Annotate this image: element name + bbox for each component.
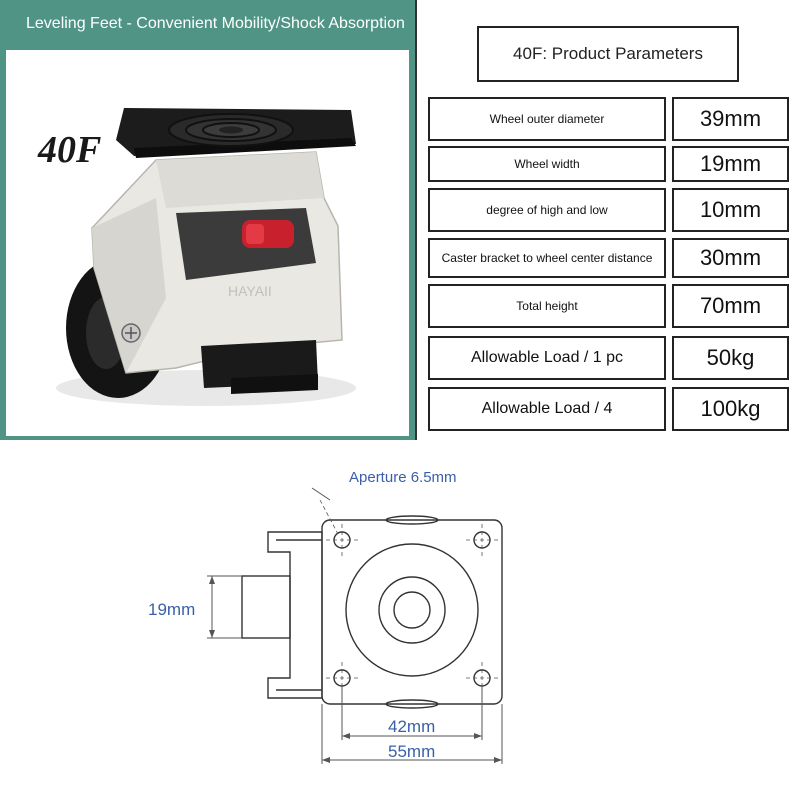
param-value-center-distance: 30mm: [672, 238, 789, 278]
plate-ring-outer: [345, 543, 479, 677]
param-value-wheel-diameter: 39mm: [672, 97, 789, 141]
banner-text: Leveling Feet - Convenient Mobility/Shoc…: [26, 15, 405, 32]
top-plate: [321, 519, 503, 705]
plate-width-dimension: 55mm: [388, 742, 436, 761]
param-label-wheel-diameter: Wheel outer diameter: [428, 97, 666, 141]
aperture-label: Aperture 6.5mm: [349, 469, 457, 486]
param-label-height-range: degree of high and low: [428, 188, 666, 232]
side-wheel: [241, 575, 291, 639]
technical-drawing: [207, 487, 503, 764]
photo-frame: HAYAII 40F: [6, 48, 409, 436]
param-value-load-four: 100kg: [672, 387, 789, 431]
param-label-total-height: Total height: [428, 284, 666, 328]
banner: Leveling Feet - Convenient Mobility/Shoc…: [0, 0, 420, 50]
wheel-width-dimension: 19mm: [148, 600, 196, 619]
param-value-load-single: 50kg: [672, 336, 789, 380]
param-label-load-single: Allowable Load / 1 pc: [428, 336, 666, 380]
param-value-wheel-width: 19mm: [672, 146, 789, 182]
plate-ring-middle: [378, 576, 446, 644]
hole-spacing-dimension: 42mm: [388, 717, 436, 736]
plate-ring-inner: [393, 591, 431, 629]
param-value-height-range: 10mm: [672, 188, 789, 232]
model-label: 40F: [38, 129, 102, 171]
param-label-wheel-width: Wheel width: [428, 146, 666, 182]
svg-text:HAYAII: HAYAII: [228, 283, 272, 299]
params-panel: 40F: Product Parameters Wheel outer diam…: [415, 0, 800, 440]
params-frame: [415, 0, 800, 440]
caster-photo: HAYAII: [56, 108, 356, 406]
params-title: 40F: Product Parameters: [477, 26, 739, 82]
param-label-load-four: Allowable Load / 4: [428, 387, 666, 431]
param-value-total-height: 70mm: [672, 284, 789, 328]
side-bracket: [267, 531, 323, 699]
param-label-center-distance: Caster bracket to wheel center distance: [428, 238, 666, 278]
photo-panel: HAYAII 40F Leveling Feet - Convenient Mo…: [0, 0, 420, 440]
